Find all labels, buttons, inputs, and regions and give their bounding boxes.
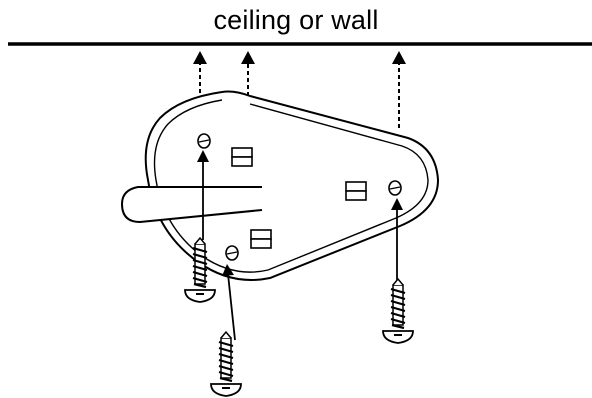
arrow-dashed bbox=[392, 51, 406, 128]
bracket-slot bbox=[345, 181, 367, 201]
bracket-slot bbox=[250, 229, 272, 249]
arrow-solid bbox=[197, 150, 209, 240]
arrow-solid bbox=[222, 264, 236, 341]
arrow-dashed bbox=[193, 51, 207, 93]
arrow-dashed bbox=[241, 51, 255, 96]
bracket-slot bbox=[231, 147, 253, 167]
diagram-title: ceiling or wall bbox=[213, 5, 379, 35]
mounting-bracket bbox=[120, 90, 440, 281]
arrow-solid bbox=[391, 198, 403, 280]
screw bbox=[209, 330, 243, 398]
screw-hole bbox=[388, 180, 402, 196]
screw bbox=[381, 277, 415, 345]
screw-hole bbox=[197, 133, 211, 149]
screw-hole bbox=[225, 245, 239, 261]
